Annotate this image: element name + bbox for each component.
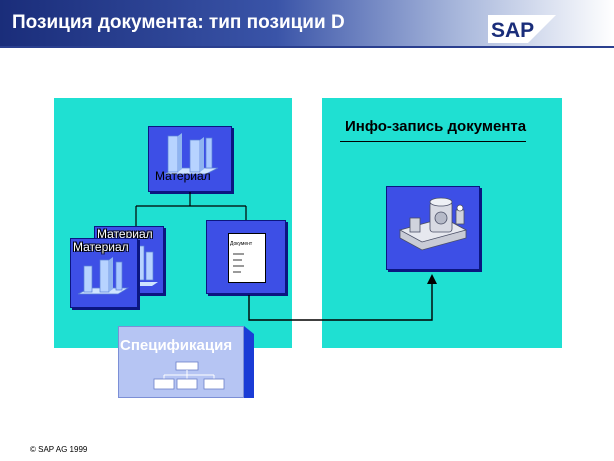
material-top-label: Материал [155, 169, 211, 183]
material-back-icon [132, 245, 158, 286]
material-front-label: Материал [73, 240, 129, 254]
document-label: Документ [230, 241, 253, 247]
machine-part-icon [398, 197, 468, 251]
header-divider [0, 46, 614, 48]
sap-logo: SAP [488, 15, 556, 43]
material-top-icon [163, 133, 219, 175]
document-icon [228, 233, 266, 283]
page-title: Позиция документа: тип позиции D [12, 12, 345, 33]
info-record-underline [340, 141, 526, 142]
header-bar: Позиция документа: тип позиции D SAP [0, 0, 614, 46]
svg-text:SAP: SAP [491, 19, 534, 42]
bom-box-depth [244, 326, 254, 398]
bom-label: Спецификация [120, 337, 233, 354]
info-record-title: Инфо-запись документа [345, 118, 527, 135]
material-front-icon [77, 257, 130, 295]
copyright: © SAP AG 1999 [30, 445, 88, 454]
material-back-label: Материал [97, 227, 153, 241]
